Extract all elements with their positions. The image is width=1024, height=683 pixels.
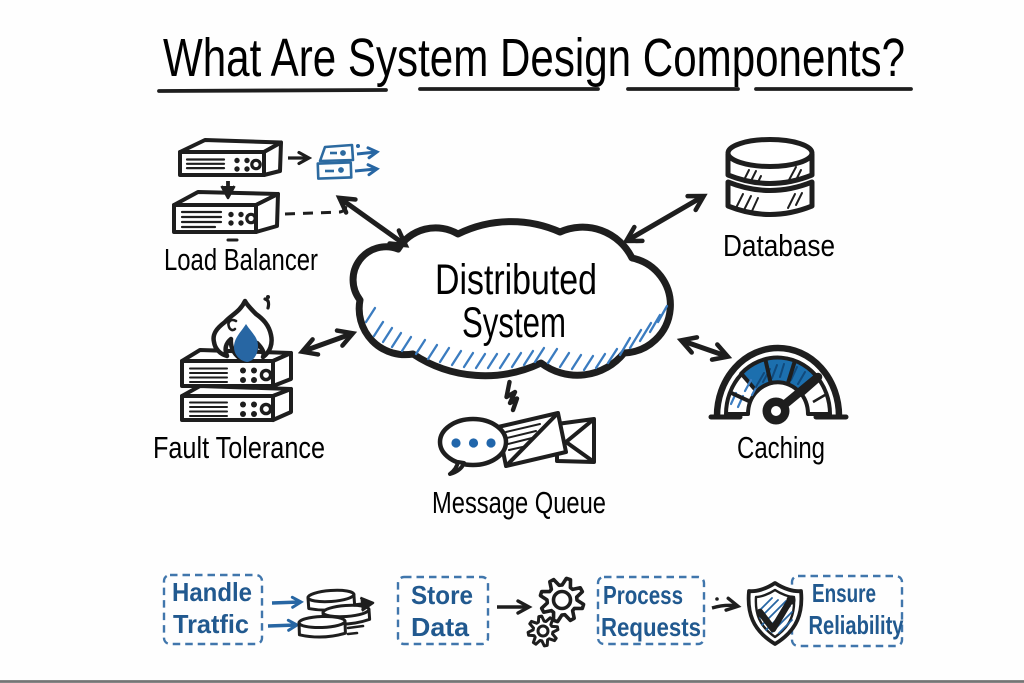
svg-text:Requests: Requests xyxy=(601,612,701,642)
svg-text:Caching: Caching xyxy=(737,430,825,465)
svg-text:Reliability: Reliability xyxy=(809,610,904,640)
svg-text:Load Balancer: Load Balancer xyxy=(164,242,318,277)
svg-text:Fault Tolerance: Fault Tolerance xyxy=(153,430,325,465)
svg-text:Handle: Handle xyxy=(172,577,252,607)
svg-text:System: System xyxy=(462,299,566,347)
svg-text:Message Queue: Message Queue xyxy=(432,485,606,520)
svg-text:Distributed: Distributed xyxy=(435,256,597,304)
svg-text:Data: Data xyxy=(411,612,470,642)
svg-text:Tratfic: Tratfic xyxy=(173,609,249,639)
svg-text:Database: Database xyxy=(723,228,835,263)
svg-text:Store: Store xyxy=(411,580,473,610)
svg-text:Ensure: Ensure xyxy=(812,578,876,608)
svg-text:Process: Process xyxy=(603,580,683,610)
svg-text:What Are System Design Compone: What Are System Design Components? xyxy=(163,28,905,88)
